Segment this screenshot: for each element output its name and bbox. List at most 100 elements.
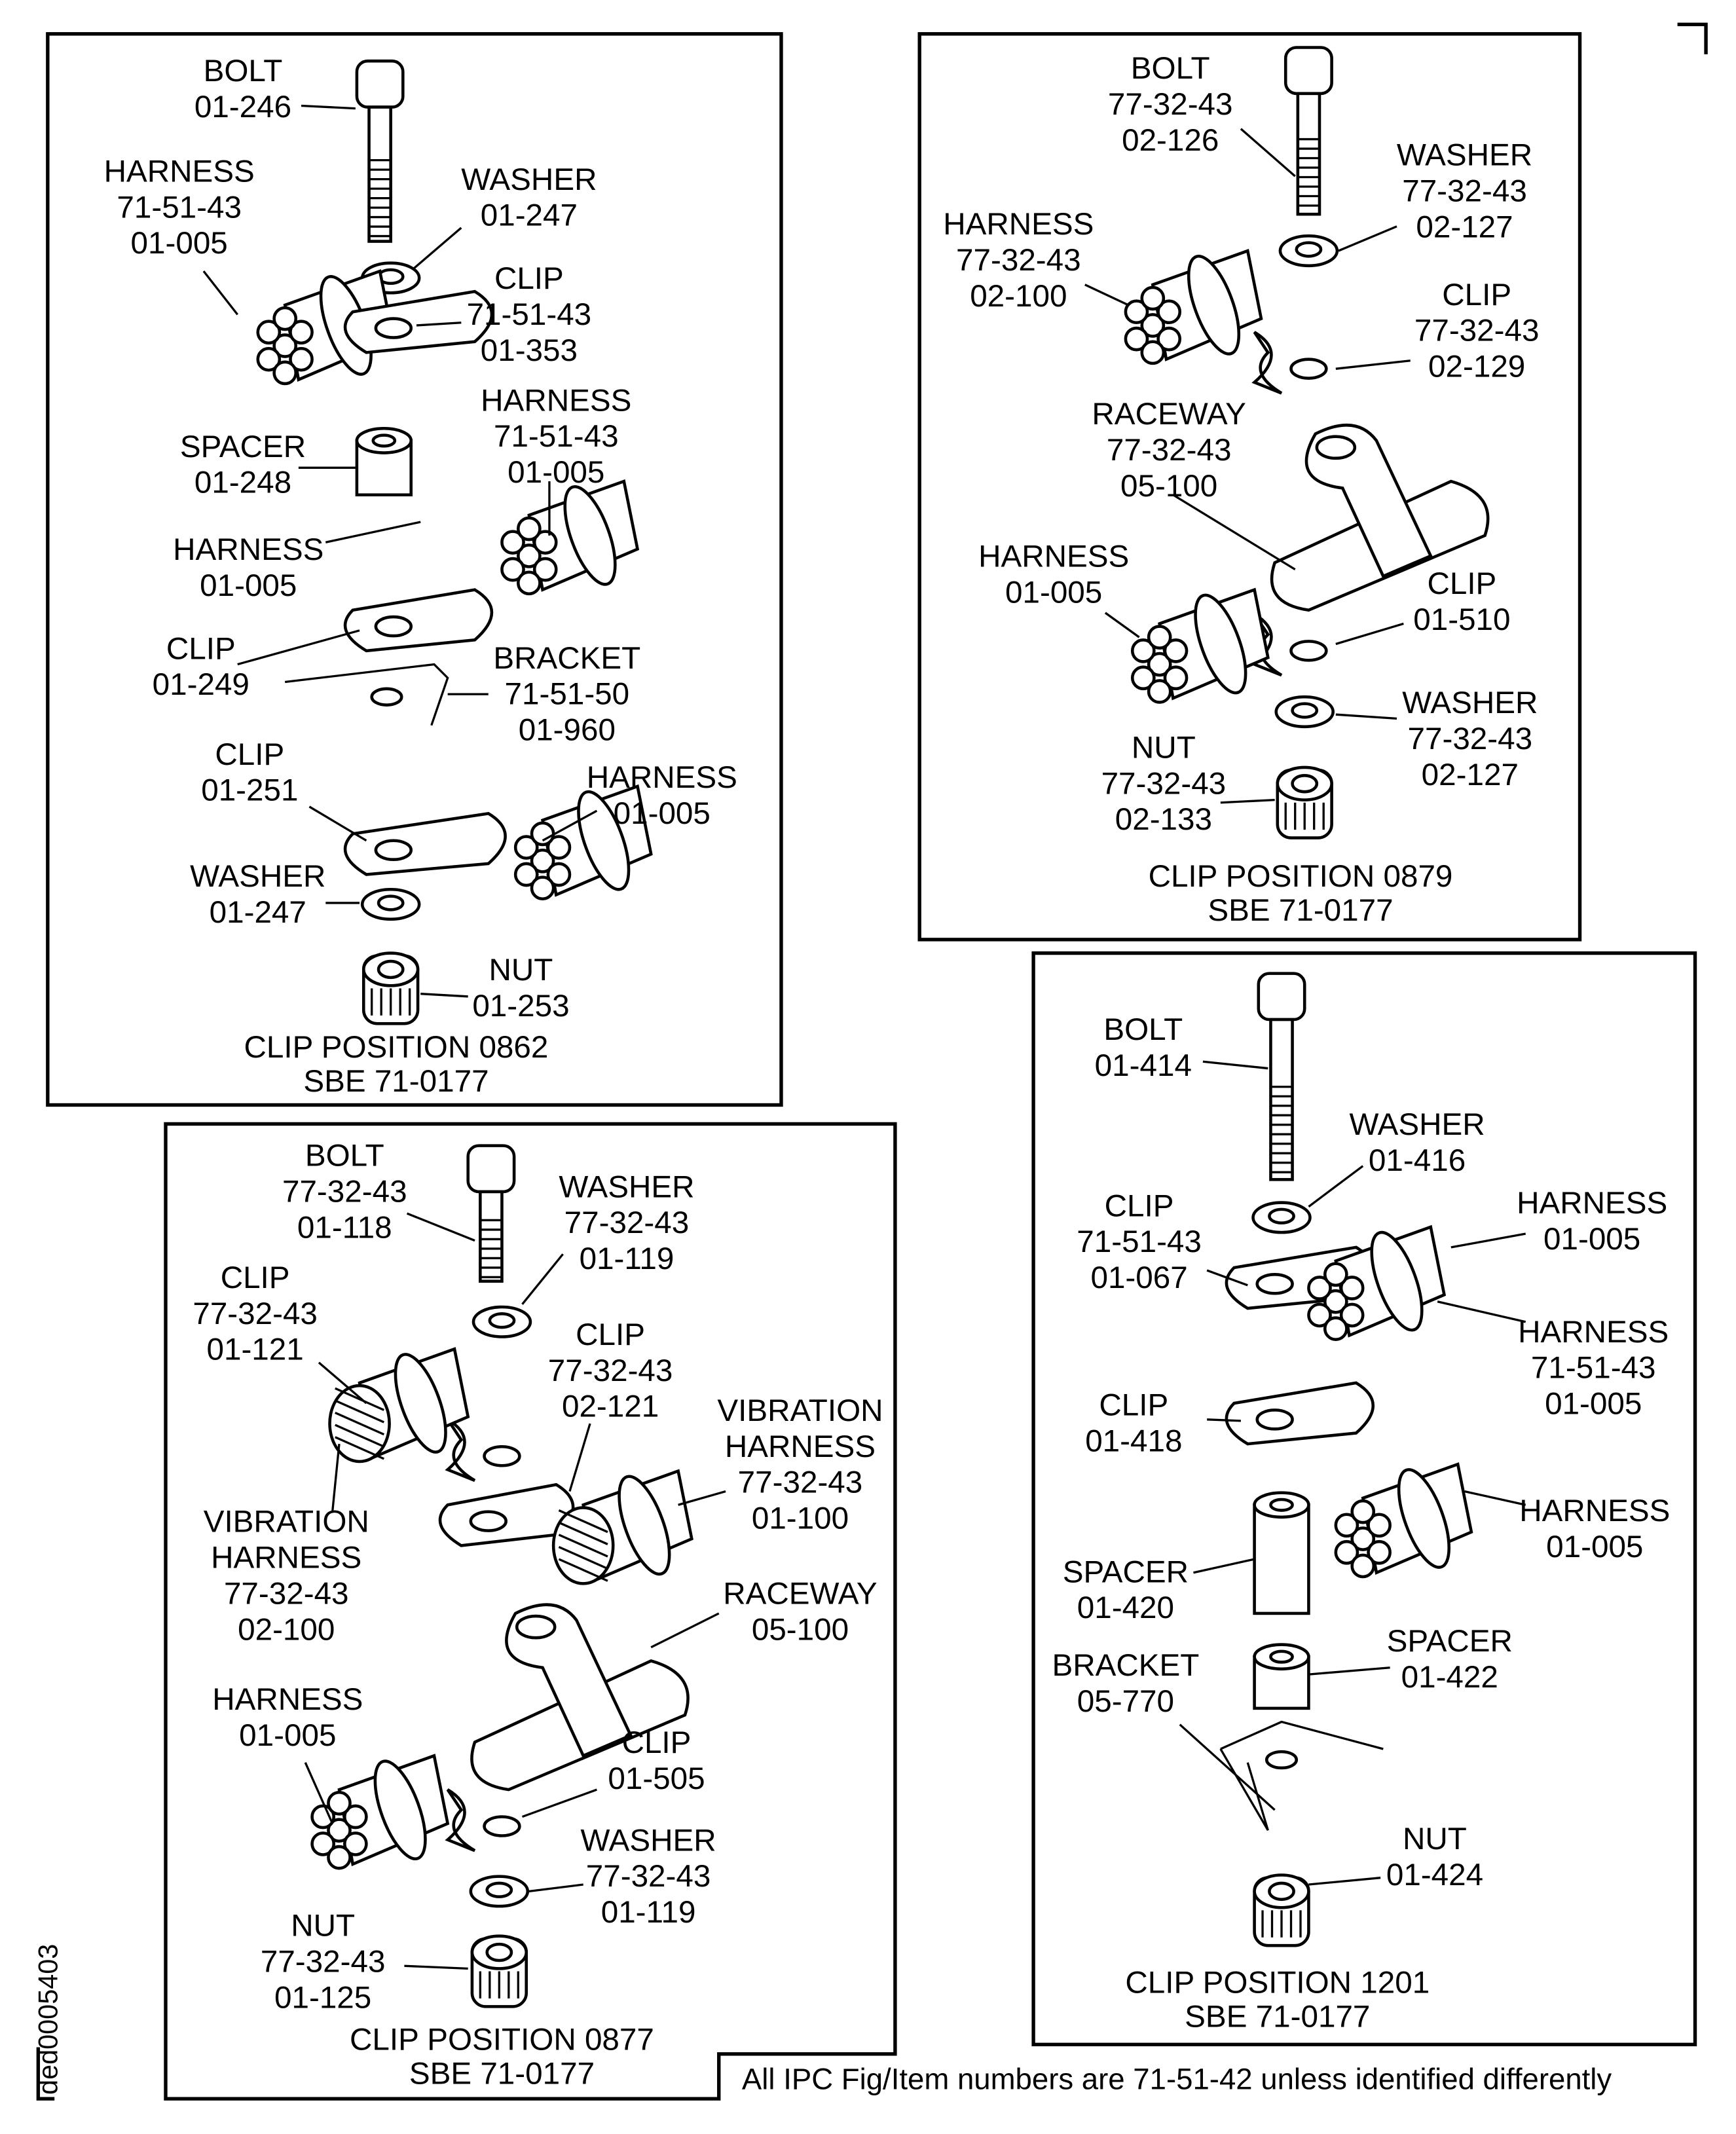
callout-line: 01-422 bbox=[1401, 1660, 1498, 1695]
wire-end bbox=[1124, 299, 1149, 325]
leader-line bbox=[521, 1788, 597, 1818]
leader-line bbox=[1450, 1232, 1526, 1249]
wire-end bbox=[1147, 652, 1172, 677]
braid-line bbox=[558, 1545, 608, 1570]
washer-drawing bbox=[1251, 1201, 1312, 1234]
callout-line: 02-127 bbox=[1416, 210, 1513, 244]
bolt-drawing bbox=[355, 59, 405, 243]
raceway-hole bbox=[1315, 435, 1357, 460]
callout-line: 01-067 bbox=[1090, 1260, 1187, 1295]
panel-caption: SBE 71-0177 bbox=[1208, 893, 1393, 928]
spacer-body bbox=[1253, 1503, 1310, 1615]
wire-end bbox=[1339, 1276, 1365, 1300]
wire-end bbox=[289, 320, 314, 345]
callout-line: 01-005 bbox=[1546, 1530, 1643, 1564]
braid-line bbox=[558, 1534, 608, 1558]
leader-line bbox=[1179, 1723, 1276, 1811]
leader-line bbox=[1308, 1666, 1390, 1676]
bracket-flange bbox=[1219, 1748, 1269, 1831]
bracket-drawing bbox=[284, 663, 449, 726]
harness-grommet bbox=[577, 790, 631, 891]
nut-hole bbox=[1291, 774, 1319, 794]
callout-line: HARNESS bbox=[212, 1682, 363, 1717]
wire-end bbox=[513, 862, 539, 887]
wire-end bbox=[532, 530, 558, 555]
wire-end bbox=[1140, 285, 1166, 311]
wire-end bbox=[1147, 679, 1172, 704]
wire-end bbox=[1307, 1276, 1332, 1300]
leader-line bbox=[308, 805, 367, 842]
braid-line bbox=[558, 1509, 608, 1534]
callout-line: 01-005 bbox=[200, 568, 297, 603]
wire-end bbox=[517, 516, 542, 542]
washer-hole bbox=[1268, 1207, 1295, 1224]
harness-drawing bbox=[328, 1347, 470, 1463]
bracket-hole bbox=[1265, 1750, 1299, 1770]
harness-drawing bbox=[500, 479, 640, 596]
leader-line bbox=[1207, 1418, 1241, 1422]
callout-line: HARNESS bbox=[725, 1429, 876, 1464]
wire-end bbox=[272, 306, 298, 331]
panel-frame-0862 bbox=[46, 32, 783, 1107]
wire-end bbox=[546, 862, 572, 887]
panel-frame-0879 bbox=[917, 32, 1582, 942]
bolt-drawing bbox=[1257, 972, 1306, 1181]
callout-line: HARNESS bbox=[104, 154, 255, 189]
callout-line: 71-51-50 bbox=[505, 677, 630, 712]
harness-drawing bbox=[513, 784, 653, 901]
clip-drawing bbox=[343, 289, 493, 354]
callout-line: 01-005 bbox=[508, 455, 604, 490]
braid-line bbox=[335, 1399, 384, 1424]
callout-line: 77-32-43 bbox=[956, 243, 1081, 278]
callout-line: 71-51-43 bbox=[467, 297, 592, 332]
wire-end bbox=[500, 557, 525, 582]
wire-end bbox=[1367, 1539, 1392, 1565]
callout-line: 05-100 bbox=[1120, 469, 1217, 504]
bracket-hole bbox=[370, 687, 403, 707]
leader-line bbox=[1240, 128, 1296, 177]
callout-line: 77-32-43 bbox=[224, 1576, 349, 1611]
harness-grommet bbox=[1187, 254, 1241, 356]
callout-line: 77-32-43 bbox=[1108, 87, 1233, 122]
washer-hole bbox=[485, 1881, 513, 1898]
wire-end bbox=[289, 346, 314, 372]
clip-hole bbox=[1289, 358, 1328, 380]
wire-end bbox=[256, 346, 282, 372]
panel-clip-position-0862: BOLT01-246HARNESS71-51-4301-005WASHER01-… bbox=[104, 54, 737, 1099]
leader-line bbox=[650, 1612, 720, 1649]
wire-end bbox=[1156, 299, 1181, 325]
callout-line: 02-100 bbox=[970, 279, 1067, 314]
clip-hole bbox=[1255, 1273, 1294, 1295]
leader-line bbox=[1308, 1165, 1364, 1208]
callout-line: HARNESS bbox=[1517, 1186, 1667, 1221]
bolt-head bbox=[355, 59, 405, 109]
washer-drawing bbox=[360, 887, 421, 921]
wire-end bbox=[1323, 1316, 1348, 1341]
leader-line bbox=[1437, 1300, 1526, 1323]
bolt-shank bbox=[1269, 1018, 1294, 1181]
wire-end bbox=[1350, 1499, 1376, 1524]
figure-reference-id: ded0005403 bbox=[33, 1944, 63, 2095]
callout-line: WASHER bbox=[559, 1169, 694, 1204]
callout-line: WASHER bbox=[1397, 138, 1532, 173]
leader-line bbox=[1202, 1060, 1268, 1070]
harness-grommet bbox=[1194, 593, 1247, 695]
callout-line: 77-32-43 bbox=[193, 1297, 318, 1331]
wire-end bbox=[530, 848, 555, 874]
